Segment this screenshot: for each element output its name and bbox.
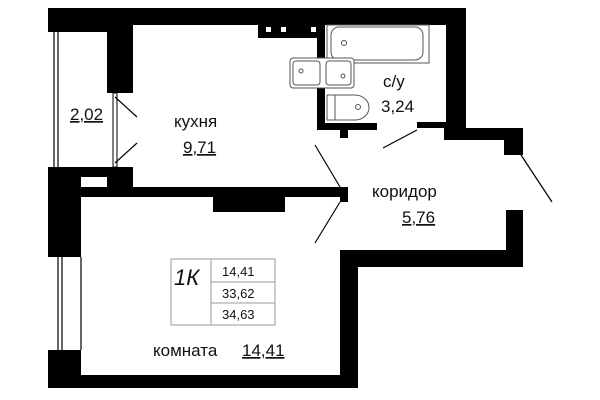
corridor-name: коридор	[372, 182, 437, 201]
areas-table: 1К 14,41 33,62 34,63	[170, 258, 276, 326]
bathtub-icon	[326, 24, 430, 64]
room-name: комната	[153, 341, 218, 360]
bathroom-area: 3,24	[381, 97, 414, 116]
walls	[48, 8, 523, 388]
toilet-icon	[326, 94, 370, 121]
balcony-area: 2,02	[70, 105, 103, 124]
apartment-type: 1К	[174, 265, 200, 290]
total-area-with-balcony: 34,63	[222, 307, 255, 322]
room-area: 14,41	[242, 341, 285, 360]
windows	[53, 32, 82, 350]
kitchen-area: 9,71	[183, 138, 216, 157]
corridor-area: 5,76	[402, 208, 435, 227]
total-area: 33,62	[222, 286, 255, 301]
living-area: 14,41	[222, 264, 255, 279]
sink-icon	[289, 57, 355, 89]
bathroom-name: с/у	[383, 72, 405, 91]
kitchen-name: кухня	[174, 112, 217, 131]
doors	[112, 92, 553, 244]
